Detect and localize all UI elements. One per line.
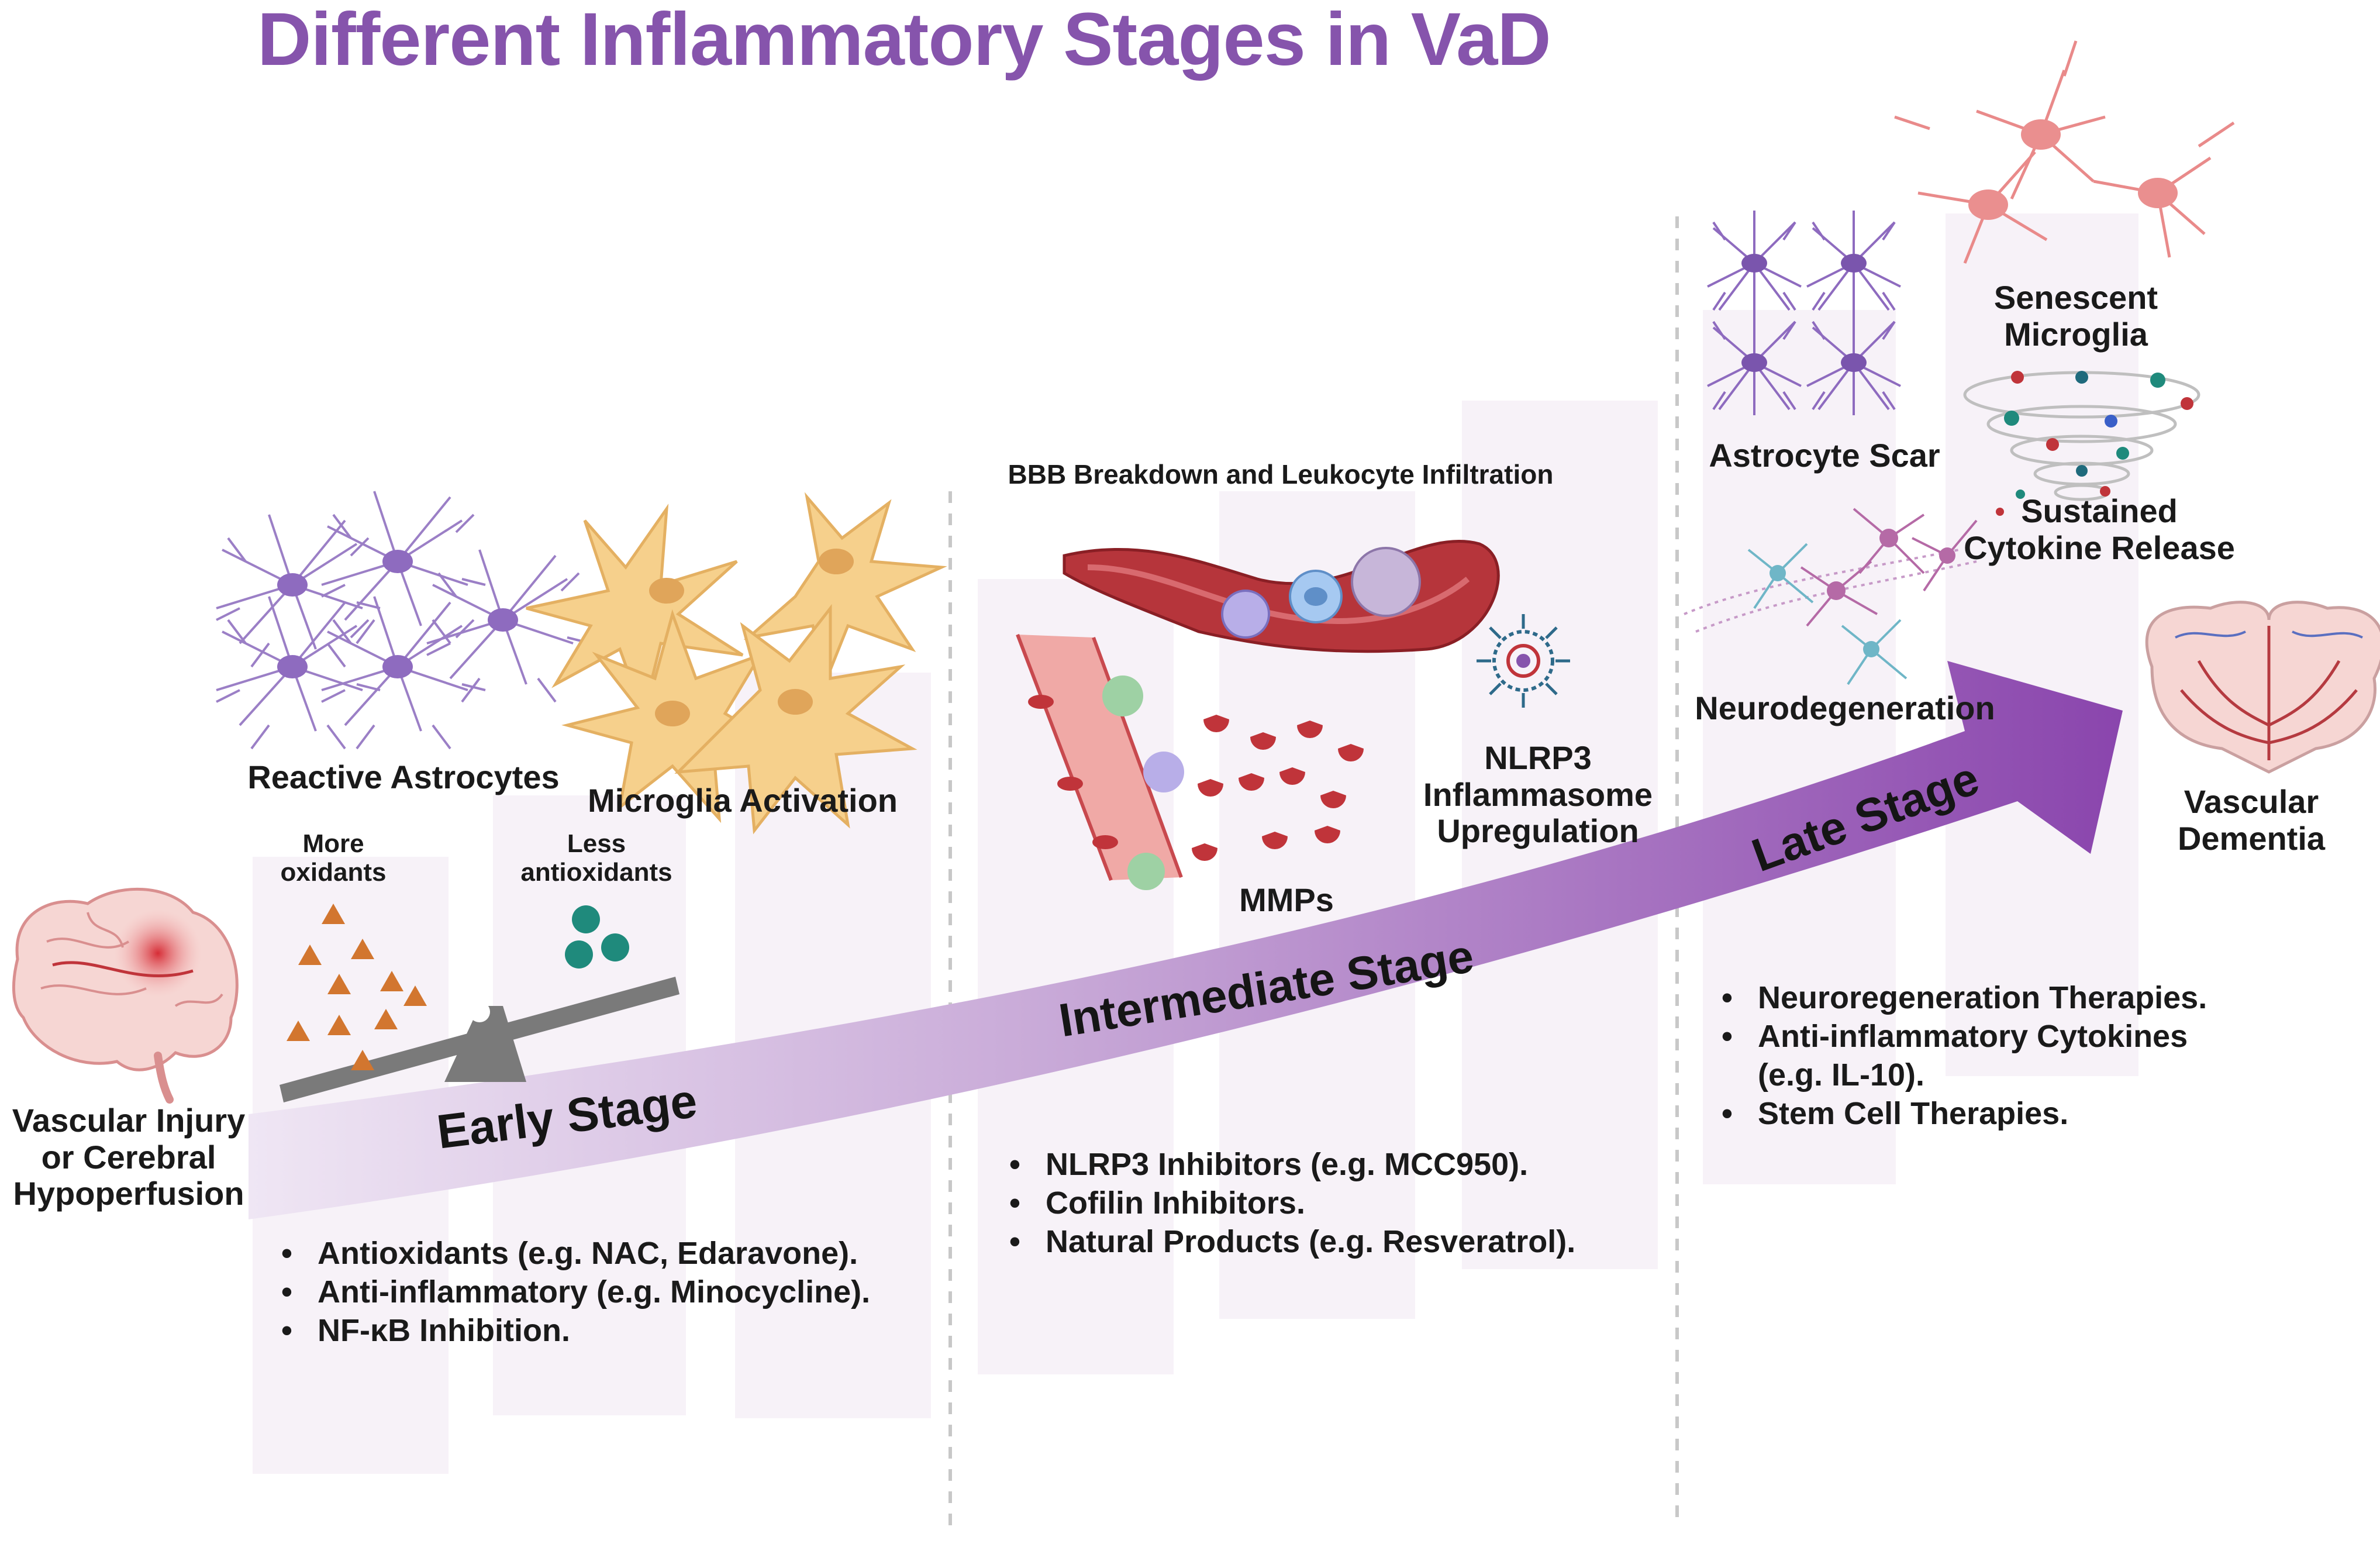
- nlrp3-line-3: Upregulation: [1437, 812, 1639, 850]
- nlrp3-label: NLRP3 Inflammasome Upregulation: [1403, 739, 1672, 850]
- sustained-cytokine-label: Sustained Cytokine Release: [1959, 492, 2240, 566]
- senescent-nuclei: [1968, 119, 2178, 220]
- progression-arrow: [249, 661, 2123, 1219]
- cytokine-particles: [1996, 371, 2193, 516]
- intermediate-therapy-item: Cofilin Inhibitors.: [1006, 1184, 1575, 1222]
- nlrp3-line-1: NLRP3: [1484, 739, 1592, 776]
- late-therapy-item: Neuroregeneration Therapies.: [1718, 978, 2207, 1017]
- scar-nuclei: [1741, 254, 1867, 372]
- nlrp3-inflammasome-illustration: [1477, 614, 1570, 708]
- intermediate-therapies-list: NLRP3 Inhibitors (e.g. MCC950). Cofilin …: [1006, 1145, 1575, 1261]
- late-therapy-item: Anti-inflammatory Cytokines: [1718, 1017, 2207, 1056]
- end-label-line-1: Vascular: [2184, 783, 2319, 820]
- bbb-breakdown-label: BBB Breakdown and Leukocyte Infiltration: [1008, 459, 1554, 490]
- vessel-wall-illustration: [1016, 633, 1184, 890]
- senescent-microglia-illustration: [1894, 40, 2235, 264]
- less-antioxidants-label: Less antioxidants: [509, 829, 684, 887]
- intermediate-therapy-item: NLRP3 Inhibitors (e.g. MCC950).: [1006, 1145, 1575, 1184]
- start-label-line-1: Vascular Injury: [12, 1102, 246, 1139]
- early-therapies-list: Antioxidants (e.g. NAC, Edaravone). Anti…: [278, 1234, 870, 1350]
- neurodegeneration-illustration: [1684, 508, 1978, 685]
- astrocyte-scar-label: Astrocyte Scar: [1709, 437, 1940, 474]
- early-therapy-item: NF-κB Inhibition.: [278, 1311, 870, 1350]
- oxidant-triangles: [287, 904, 427, 1070]
- sustained-line-1: Sustained: [2021, 492, 2178, 529]
- late-therapies-list: Neuroregeneration Therapies. Anti-inflam…: [1718, 978, 2207, 1133]
- more-oxidants-line-1: More: [302, 829, 364, 858]
- more-oxidants-label: More oxidants: [269, 829, 398, 887]
- end-label: Vascular Dementia: [2158, 783, 2345, 857]
- neurodegeneration-label: Neurodegeneration: [1695, 690, 1995, 726]
- intermediate-therapy-item: Natural Products (e.g. Resveratrol).: [1006, 1222, 1575, 1261]
- start-label-line-3: Hypoperfusion: [13, 1175, 244, 1212]
- reactive-astrocytes-illustration: [215, 490, 592, 750]
- blood-vessel-illustration: [1063, 540, 1500, 653]
- early-therapy-item: Antioxidants (e.g. NAC, Edaravone).: [278, 1234, 870, 1273]
- astrocyte-scar-illustration: [1706, 209, 1902, 416]
- less-antioxidants-line-1: Less: [567, 829, 626, 858]
- senescent-microglia-label: Senescent Microglia: [1965, 279, 2187, 353]
- diagram-title: Different Inflammatory Stages in VaD: [257, 0, 1551, 81]
- mmps-label: MMPs: [1239, 881, 1334, 918]
- end-label-line-2: Dementia: [2177, 819, 2326, 857]
- senescent-line-1: Senescent: [1993, 279, 2158, 316]
- oxidant-seesaw: [280, 904, 679, 1102]
- reactive-astrocytes-label: Reactive Astrocytes: [247, 759, 560, 795]
- cytokine-release-illustration: [1963, 371, 2200, 501]
- nlrp3-line-2: Inflammasome: [1423, 776, 1653, 813]
- injured-brain-illustration: [12, 887, 239, 1104]
- late-therapy-item: Stem Cell Therapies.: [1718, 1094, 2207, 1133]
- antioxidant-circles: [565, 905, 629, 969]
- microglia-activation-label: Microglia Activation: [587, 782, 898, 819]
- start-label-line-2: or Cerebral: [41, 1138, 216, 1176]
- dementia-brain-illustration: [2145, 601, 2380, 774]
- early-therapy-item: Anti-inflammatory (e.g. Minocycline).: [278, 1273, 870, 1311]
- sustained-line-2: Cytokine Release: [1964, 529, 2235, 566]
- late-therapy-item-continued: (e.g. IL-10).: [1758, 1057, 1925, 1092]
- mmp-molecules: [1192, 715, 1364, 861]
- start-label: Vascular Injury or Cerebral Hypoperfusio…: [0, 1102, 257, 1212]
- astrocyte-nuclei: [277, 550, 518, 678]
- microglia-nuclei: [649, 549, 854, 726]
- neurodegeneration-nuclei: [1770, 529, 1955, 657]
- senescent-line-2: Microglia: [2004, 315, 2148, 353]
- less-antioxidants-line-2: antioxidants: [520, 858, 672, 887]
- more-oxidants-line-2: oxidants: [280, 858, 387, 887]
